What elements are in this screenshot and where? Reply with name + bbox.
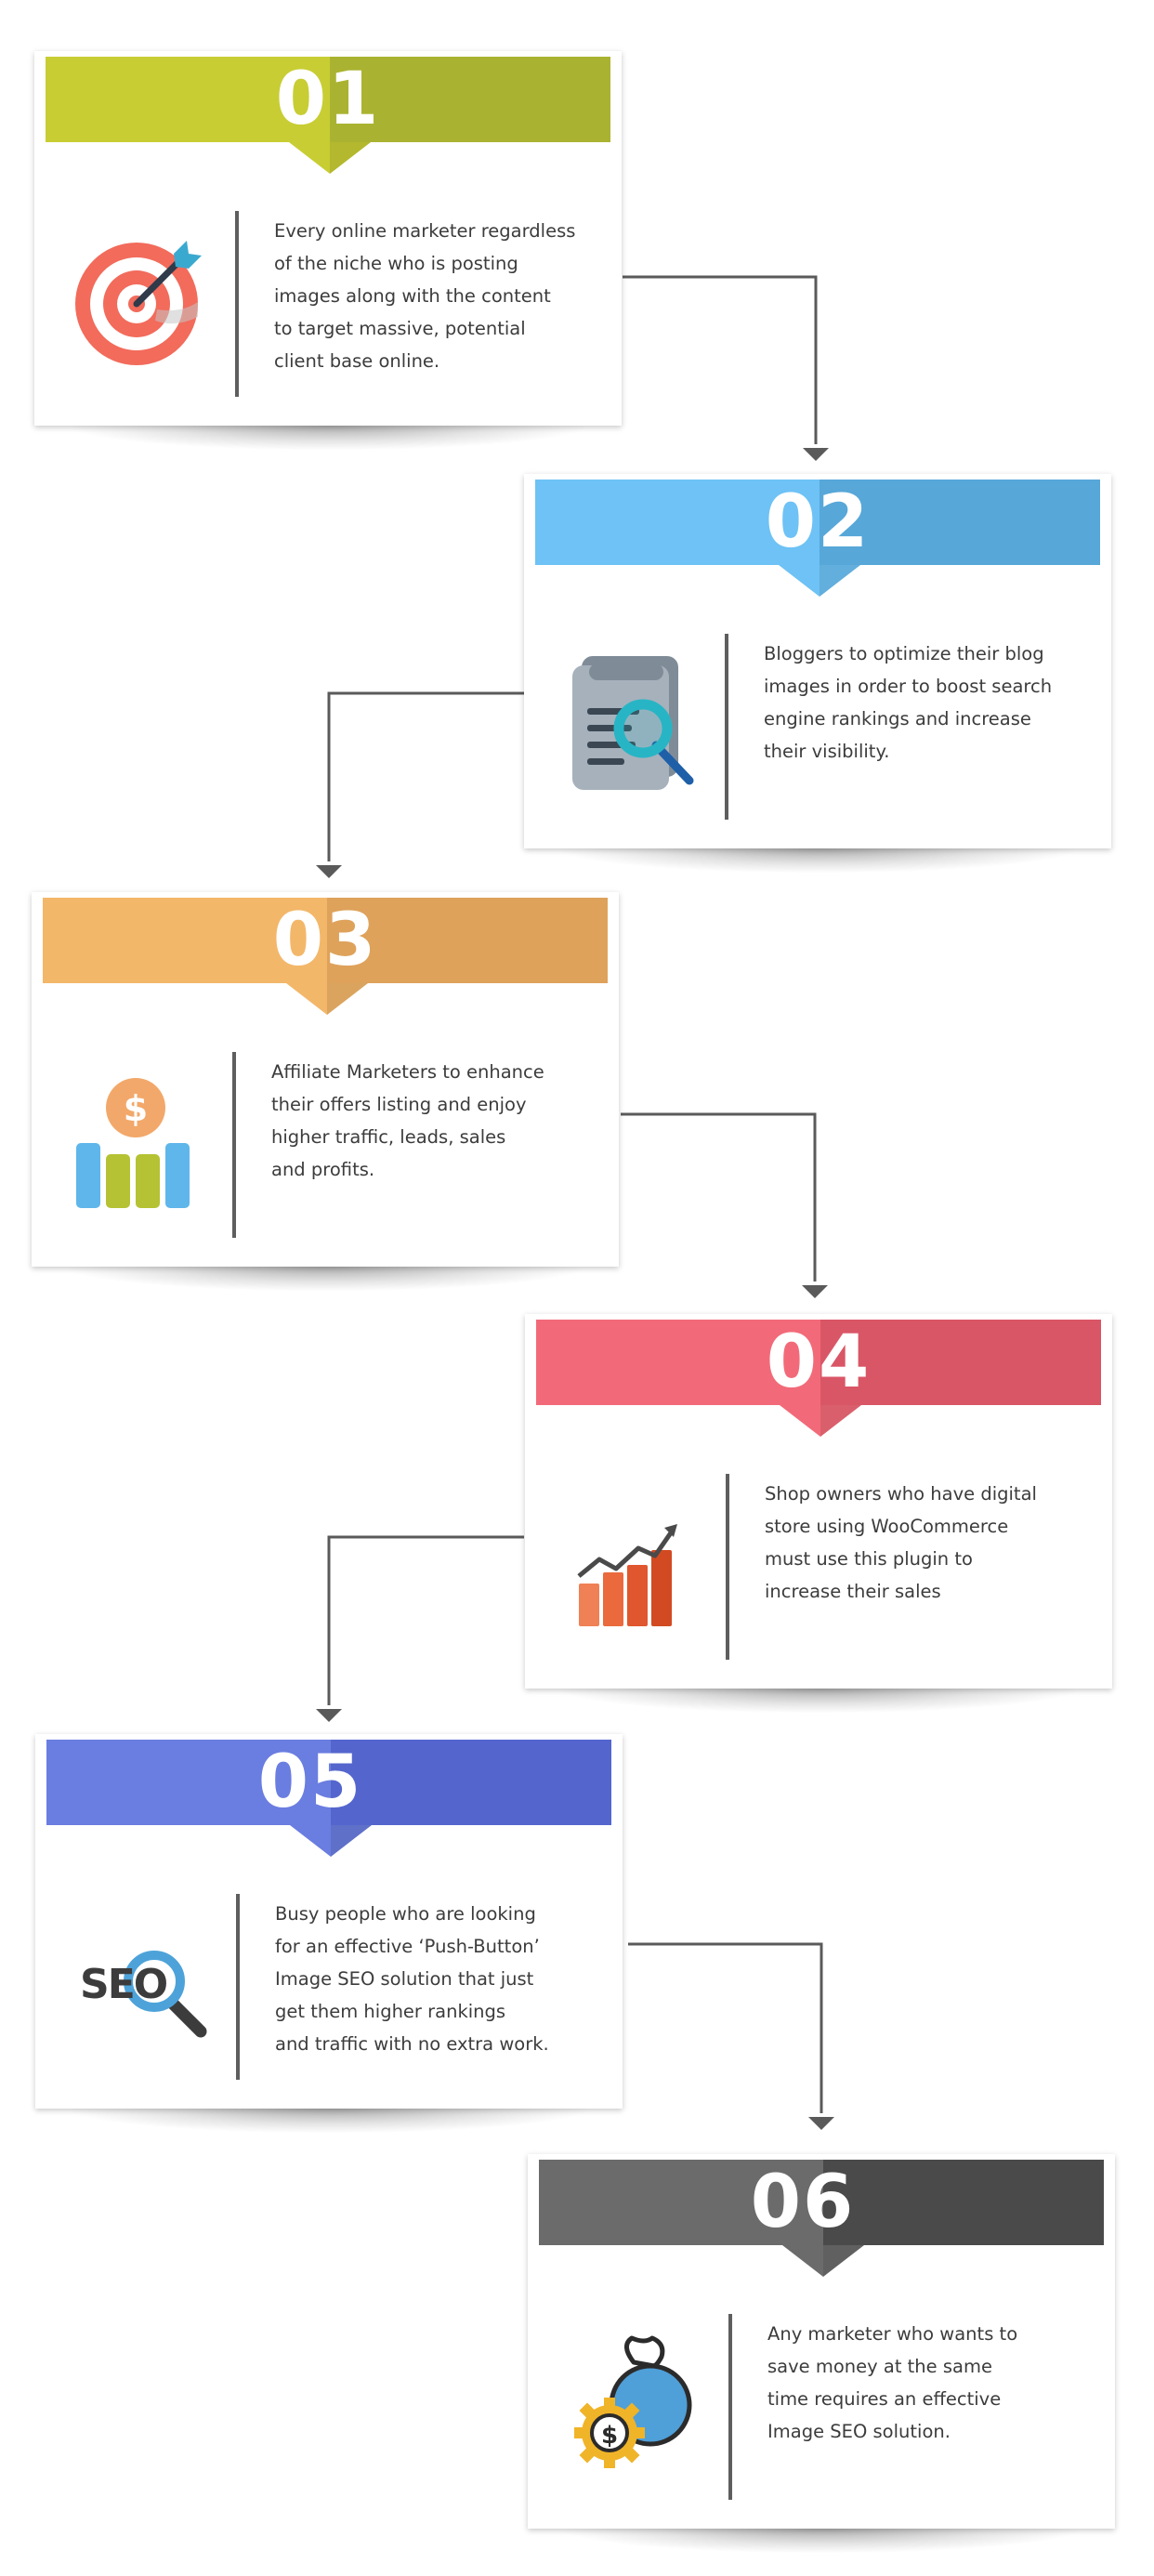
arrowhead-6 xyxy=(808,2117,834,2130)
divider xyxy=(725,634,728,820)
card-shadow xyxy=(561,848,1074,873)
step-description: Busy people who are looking for an effec… xyxy=(275,1903,549,2055)
target-icon xyxy=(72,228,211,367)
document-search-icon xyxy=(561,651,701,790)
seo-magnifier-icon: SEO xyxy=(72,1911,212,2050)
step-number: 06 xyxy=(750,2161,856,2244)
card-shadow xyxy=(69,1267,582,1291)
step-banner: 02 xyxy=(535,480,1100,597)
step-card-1: 01 Every online marketer regardless of t… xyxy=(34,51,622,450)
banner-left-half xyxy=(46,57,330,142)
banner-right-half xyxy=(823,2160,1104,2245)
banner-pointer xyxy=(286,983,368,1015)
step-number: 01 xyxy=(275,58,381,141)
step-card-6: 06 $ Any marketer who wants to save mone… xyxy=(528,2154,1115,2553)
banner-pointer-shade xyxy=(327,983,368,1015)
connector-1-2 xyxy=(623,275,818,444)
banner-right-half xyxy=(820,1320,1101,1405)
card-shadow xyxy=(565,2529,1078,2553)
card-shadow xyxy=(562,1689,1075,1713)
step-card-2: 02 Bloggers to optimize their blog image… xyxy=(524,474,1111,873)
card-shadow xyxy=(72,426,584,450)
step-number: 04 xyxy=(766,1321,872,1404)
banner-pointer-shade xyxy=(823,2245,864,2277)
arrowhead-3 xyxy=(316,865,342,878)
step-number: 02 xyxy=(765,480,871,564)
svg-text:SEO: SEO xyxy=(80,1961,167,2008)
connector-3-4 xyxy=(621,1112,817,1281)
banner-right-half xyxy=(327,898,608,983)
divider xyxy=(232,1052,236,1238)
money-bag-gear-icon: $ xyxy=(565,2331,704,2470)
step-banner: 04 xyxy=(536,1320,1101,1437)
connector-4-5 xyxy=(327,1535,524,1705)
svg-text:$: $ xyxy=(124,1088,148,1129)
growth-chart-icon xyxy=(562,1491,702,1630)
step-number: 03 xyxy=(272,899,378,982)
dollar-bar-chart-icon: $ xyxy=(69,1069,208,1208)
step-description: Affiliate Marketers to enhance their off… xyxy=(271,1061,544,1180)
banner-right-half xyxy=(820,480,1100,565)
connector-2-3 xyxy=(327,691,524,861)
step-banner: 06 xyxy=(539,2160,1104,2277)
connector-5-6 xyxy=(628,1942,823,2113)
step-card-4: 04 Shop owners who have digital store us… xyxy=(525,1314,1112,1713)
step-description: Bloggers to optimize their blog images i… xyxy=(764,643,1053,762)
banner-left-half xyxy=(46,1740,331,1825)
divider xyxy=(235,211,239,397)
banner-pointer-shade xyxy=(820,565,860,597)
banner-left-half xyxy=(536,1320,820,1405)
arrowhead-4 xyxy=(802,1285,828,1298)
banner-pointer xyxy=(779,565,860,597)
banner-pointer-shade xyxy=(330,142,371,174)
step-banner: 01 xyxy=(46,57,610,174)
banner-pointer-shade xyxy=(331,1825,372,1857)
banner-pointer xyxy=(780,1405,861,1437)
banner-right-half xyxy=(331,1740,611,1825)
banner-pointer xyxy=(290,1825,372,1857)
step-number: 05 xyxy=(257,1741,363,1824)
step-description: Shop owners who have digital store using… xyxy=(765,1483,1037,1602)
banner-pointer xyxy=(782,2245,864,2277)
banner-left-half xyxy=(535,480,820,565)
step-description: Any marketer who wants to save money at … xyxy=(767,2323,1018,2442)
banner-pointer-shade xyxy=(820,1405,861,1437)
step-card-5: 05 SEO Busy people who are looking for a… xyxy=(35,1734,623,2133)
arrowhead-2 xyxy=(803,448,829,461)
step-banner: 05 xyxy=(46,1740,611,1857)
banner-pointer xyxy=(289,142,371,174)
divider xyxy=(726,1474,729,1660)
svg-text:$: $ xyxy=(601,2422,618,2450)
banner-right-half xyxy=(330,57,610,142)
step-card-3: 03 $ Affiliate Marketers to enhance thei… xyxy=(32,892,619,1291)
card-shadow xyxy=(72,2109,585,2133)
divider xyxy=(236,1894,240,2080)
step-banner: 03 xyxy=(43,898,608,1015)
divider xyxy=(728,2314,732,2500)
banner-left-half xyxy=(539,2160,823,2245)
step-description: Every online marketer regardless of the … xyxy=(274,220,576,372)
arrowhead-5 xyxy=(316,1709,342,1722)
banner-left-half xyxy=(43,898,327,983)
